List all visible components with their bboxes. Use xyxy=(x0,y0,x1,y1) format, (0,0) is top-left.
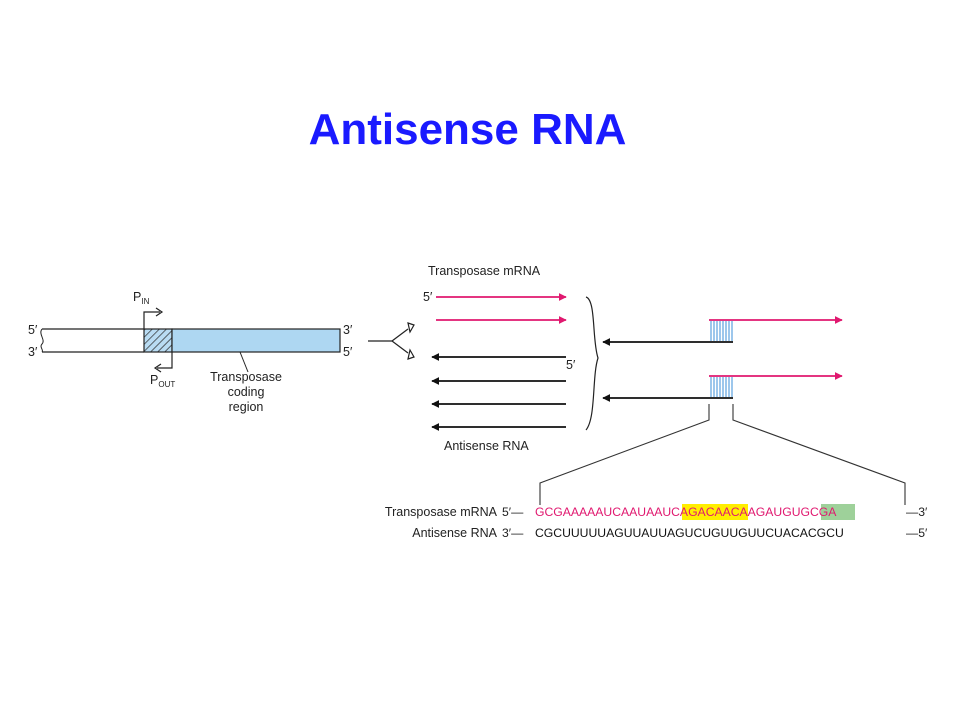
transposase-coding-region xyxy=(171,328,341,353)
mrna-sequence-line: 5′—GCGAAAAAUCAAUAAUCAGACAACAAGAUGUGCGA—3… xyxy=(502,505,928,519)
promoter-region xyxy=(143,328,173,353)
dna-three-prime-top-label: 3′ xyxy=(343,323,353,337)
highlight-ribosome-binding-site xyxy=(682,504,748,520)
antisense-five-prime-label: 5′ xyxy=(566,358,576,372)
duplex-2-base-pairing-lines xyxy=(710,377,733,397)
coding-region-label-line3: region xyxy=(229,400,264,414)
sequence-mrna-label: Transposase mRNA xyxy=(385,505,498,519)
p-out-promoter-arrow xyxy=(157,352,173,369)
dna-left-segment xyxy=(42,329,144,352)
transcript-mrna-label: Transposase mRNA xyxy=(428,264,541,278)
duplex-1-base-pairing-lines xyxy=(710,321,733,341)
transcripts: Transposase mRNA 5′ 5′ Antisense RNA xyxy=(423,264,599,453)
zoom-line-right xyxy=(732,404,906,505)
antisense-sequence-line: 3′—CGCUUUUUAGUUAUUAGUCUGUUGUUCUACACGCU—5… xyxy=(502,526,928,540)
transcription-arrowhead-up xyxy=(407,322,415,334)
dna-five-prime-top-label: 5′ xyxy=(28,323,38,337)
slide-title: Antisense RNA xyxy=(308,105,627,154)
dna-three-prime-bottom-label: 3′ xyxy=(28,345,38,359)
duplex-1 xyxy=(602,316,843,346)
highlight-start-codon xyxy=(821,504,855,520)
coding-region-label-line1: Transposase xyxy=(210,370,282,384)
p-in-label: PIN xyxy=(133,290,150,306)
dna-five-prime-right-label: 5′ xyxy=(343,345,353,359)
sequence-detail: Transposase mRNA Antisense RNA 5′—GCGAAA… xyxy=(385,504,928,540)
p-in-promoter-arrow xyxy=(143,311,160,329)
duplex-2 xyxy=(602,372,843,402)
sequence-antisense-label: Antisense RNA xyxy=(412,526,497,540)
zoom-line-left xyxy=(539,404,710,505)
mrna-five-prime-label: 5′ xyxy=(423,290,433,304)
gene-diagram: 5′ 3′ 3′ 5′ PIN POUT Transposase coding … xyxy=(28,290,415,414)
rna-duplexes xyxy=(539,316,906,505)
transcript-antisense-label: Antisense RNA xyxy=(444,439,529,453)
p-out-label: POUT xyxy=(150,373,175,389)
coding-region-label-line2: coding xyxy=(228,385,265,399)
transcription-arrowhead-down xyxy=(407,348,415,360)
hybridization-brace xyxy=(585,296,599,431)
